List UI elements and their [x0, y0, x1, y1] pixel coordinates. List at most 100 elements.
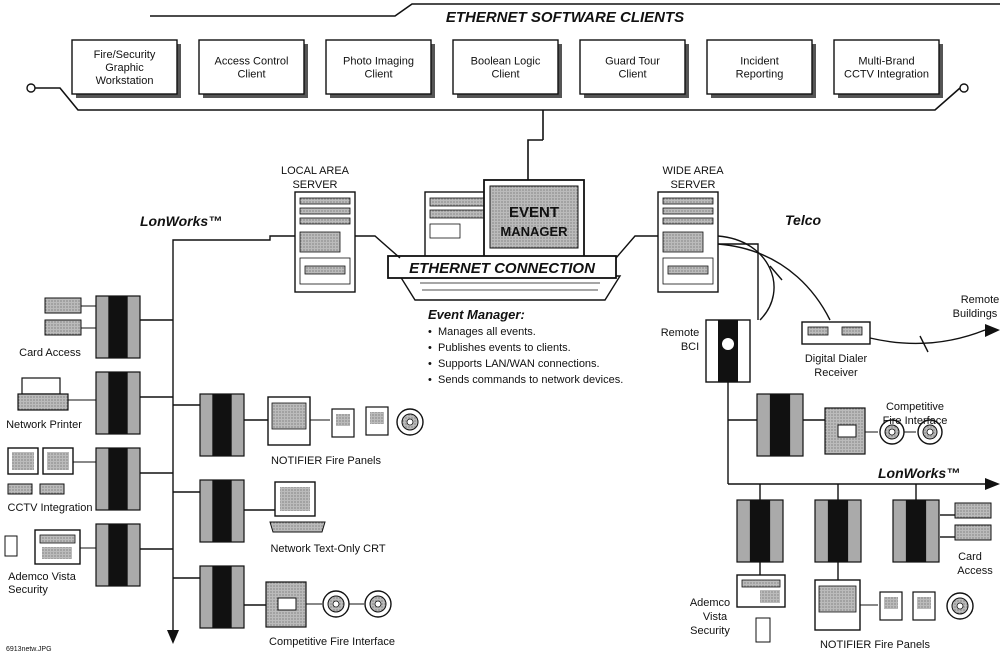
client-box-label: Guard Tour — [605, 56, 660, 68]
left-ademco-label-1: Ademco Vista — [8, 571, 77, 583]
cctv-monitor-icon — [7, 447, 96, 495]
wide-area-server: WIDE AREA SERVER — [657, 165, 724, 293]
event-manager-title-1: EVENT — [509, 204, 559, 221]
client-box-label: CCTV Integration — [844, 69, 929, 81]
left-ademco-label-2: Security — [8, 584, 48, 596]
client-box — [71, 39, 178, 95]
client-box — [579, 39, 686, 95]
interface-module-core — [108, 448, 128, 510]
bullet-2-dot: • — [428, 342, 432, 354]
client-box — [833, 39, 940, 95]
server-links — [355, 235, 658, 259]
client-box-label: Client — [618, 69, 646, 81]
event-manager-notes: Event Manager: • Manages all events. • P… — [428, 307, 623, 386]
client-box — [198, 39, 305, 95]
digital-dialer-receiver — [801, 321, 871, 345]
right-ademco-keypad — [736, 574, 786, 643]
right-card-access-reader — [954, 502, 992, 541]
dialer-label-2: Receiver — [814, 367, 858, 379]
ethernet-client-bus — [35, 3, 1000, 180]
keyboard-platform — [398, 275, 622, 301]
left-card-access-label: Card Access — [19, 347, 81, 359]
right-competitive-label-1: Competitive — [886, 401, 944, 413]
interface-module-core — [108, 524, 128, 586]
remote-buildings-label-2: Buildings — [953, 308, 998, 320]
left-notifier-label: NOTIFIER Fire Panels — [271, 455, 382, 467]
client-box-label: Reporting — [736, 69, 784, 81]
client-box-label: Graphic — [105, 62, 144, 74]
bus-arrow-down — [167, 630, 179, 644]
interface-module-core — [108, 296, 128, 358]
client-box — [706, 39, 813, 95]
client-box-label: Boolean Logic — [471, 56, 541, 68]
right-bus-arrow — [985, 478, 1000, 490]
client-box-label: Multi-Brand — [858, 56, 914, 68]
left-lonworks-label: LonWorks™ — [140, 213, 222, 229]
card-access-reader — [44, 297, 96, 336]
client-box-label: Client — [491, 69, 519, 81]
ethernet-connection-banner — [387, 255, 617, 279]
competitive-fire-interface-right — [824, 407, 943, 455]
remote-bci-label-2: BCI — [681, 341, 699, 353]
right-network-wiring — [717, 235, 986, 580]
client-box — [452, 39, 559, 95]
bullet-1-dot: • — [428, 326, 432, 338]
left-network-modules — [95, 295, 245, 629]
right-ademco-label-2: Vista — [703, 611, 728, 623]
client-box-label: Fire/Security — [94, 49, 156, 61]
interface-module-core — [749, 500, 771, 562]
event-manager-heading: Event Manager: — [428, 307, 525, 322]
interface-module-core — [827, 500, 849, 562]
header-title: ETHERNET SOFTWARE CLIENTS — [446, 9, 684, 26]
interface-module-core — [212, 480, 232, 542]
wide-server-label-1: WIDE AREA — [662, 165, 724, 177]
client-box — [325, 39, 432, 95]
client-box-label: Client — [364, 69, 392, 81]
crt-terminal-icon — [269, 481, 326, 533]
left-lonworks-bus — [140, 235, 295, 632]
footer-filename: 6913netw.JPG — [6, 646, 52, 653]
client-box-label: Client — [237, 69, 265, 81]
right-notifier-panel — [814, 579, 974, 631]
local-server-label-1: LOCAL AREA — [281, 165, 350, 177]
interface-module-core — [212, 566, 232, 628]
wide-server-label-2: SERVER — [670, 179, 715, 191]
event-manager-title-2: MANAGER — [500, 224, 568, 239]
network-text-crt-label: Network Text-Only CRT — [270, 543, 385, 555]
event-manager: EVENT MANAGER ETHERNET CONNECTION — [387, 179, 622, 301]
interface-module-core — [212, 394, 232, 456]
ethernet-connection-label: ETHERNET CONNECTION — [409, 260, 596, 277]
remote-buildings-arrow — [985, 324, 1000, 337]
telco-label: Telco — [785, 212, 821, 228]
interface-module-core — [108, 372, 128, 434]
left-competitive-label: Competitive Fire Interface — [269, 636, 395, 648]
event-manager-bullet-3: Supports LAN/WAN connections. — [438, 358, 600, 370]
remote-buildings-label-1: Remote — [961, 294, 1000, 306]
right-competitive-label-2: Fire Interface — [883, 415, 948, 427]
right-ademco-label-3: Security — [690, 625, 730, 637]
remote-bci-label-1: Remote — [661, 327, 700, 339]
notifier-fire-panel — [267, 396, 424, 446]
right-network-modules — [736, 393, 940, 563]
bus-terminator-left — [26, 83, 36, 93]
event-manager-bullet-2: Publishes events to clients. — [438, 342, 571, 354]
client-box-label: Photo Imaging — [343, 56, 414, 68]
cctv-integration-label: CCTV Integration — [8, 502, 93, 514]
right-card-access-label-1: Card — [958, 551, 982, 563]
printer-icon — [17, 377, 96, 411]
remote-bci-device — [705, 319, 751, 383]
client-box-label: Access Control — [215, 56, 289, 68]
right-ademco-label-1: Ademco — [690, 597, 730, 609]
client-box-label: Workstation — [96, 75, 154, 87]
client-box-label: Incident — [740, 56, 779, 68]
dialer-label-1: Digital Dialer — [805, 353, 868, 365]
right-card-access-label-2: Access — [957, 565, 993, 577]
bullet-4-dot: • — [428, 374, 432, 386]
event-manager-bullet-4: Sends commands to network devices. — [438, 374, 623, 386]
interface-module-core — [769, 394, 791, 456]
bus-terminator-right — [959, 83, 969, 93]
local-area-server: LOCAL AREA SERVER — [281, 165, 356, 293]
bullet-3-dot: • — [428, 358, 432, 370]
